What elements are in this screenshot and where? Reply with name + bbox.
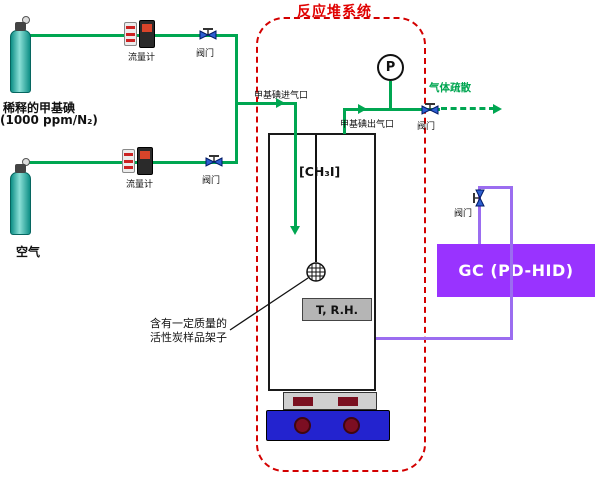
flow-arrow-inlet-icon <box>276 98 285 108</box>
pressure-gauge-label: P <box>385 60 396 75</box>
pipe-vent-dashed <box>441 107 495 110</box>
gas-cylinder-ch3i-icon <box>10 16 31 93</box>
valve3-label: 阀门 <box>417 122 436 132</box>
rotameter-icon <box>124 22 137 46</box>
pipe-junction-line <box>235 34 238 164</box>
vent-label: 气体疏散 <box>429 82 471 94</box>
sample-holder-rod <box>315 135 317 262</box>
cylinder-body <box>10 30 31 93</box>
pipe-chamber-downflow <box>294 102 297 230</box>
cylinder-valve-cap-icon <box>15 22 26 31</box>
cylinder2-label: 空气 <box>16 245 41 259</box>
valve-3-icon <box>421 102 439 118</box>
outlet-port-label: 甲基碘出气口 <box>340 120 395 130</box>
valve-1-icon <box>199 27 217 43</box>
pipe-sample-horizontal <box>376 337 513 340</box>
flow-display <box>140 151 150 159</box>
pipe-outlet-riser <box>343 110 346 134</box>
pipe-gauge-stem <box>389 81 392 109</box>
heater-stirrer-body-icon <box>266 410 390 441</box>
flow-arrow-outlet-icon <box>358 104 367 114</box>
pipe-outlet-line <box>343 108 440 111</box>
heater-knob-icon <box>343 417 360 434</box>
diagram-title: 反应堆系统 <box>297 4 372 20</box>
sample-annotation-line2: 活性炭样品架子 <box>150 331 227 344</box>
valve2-label: 阀门 <box>202 176 221 186</box>
flow-meter-1-icon <box>124 20 155 48</box>
sensor-label: T, R.H. <box>315 302 358 317</box>
reaction-chamber <box>268 133 376 391</box>
inlet-port-label: 甲基碘进气口 <box>254 91 309 101</box>
flow-controller-icon <box>137 147 153 175</box>
annotation-pointer-line <box>229 277 309 331</box>
valve-4-icon <box>472 189 488 207</box>
temp-humidity-sensor: T, R.H. <box>302 298 372 321</box>
gc-analyzer-box: GC (PD-HID) <box>437 244 595 297</box>
valve1-label: 阀门 <box>196 49 215 59</box>
cylinder1-label: 稀释的甲基碘 <box>3 101 76 115</box>
cylinder-valve-cap-icon <box>15 164 26 173</box>
flow-arrow-chamber-icon <box>290 226 300 235</box>
pipe-sample-to-gc <box>478 186 481 244</box>
gas-cylinder-air-icon <box>10 158 31 235</box>
flow-arrow-vent-icon <box>493 104 502 114</box>
rotameter-icon <box>122 149 135 173</box>
valve-2-icon <box>205 154 223 170</box>
pipe-sample-top <box>478 186 513 189</box>
regulator-gauge-icon <box>22 158 30 166</box>
heater-knob-icon <box>294 417 311 434</box>
reactor-system-boundary <box>256 17 426 472</box>
gc-analyzer-label: GC (PD-HID) <box>458 261 574 280</box>
cylinder1-spec-label: (1000 ppm/N₂) <box>0 113 98 127</box>
pressure-gauge-icon: P <box>377 54 404 81</box>
heater-slot-icon <box>293 397 313 406</box>
valve4-label: 阀门 <box>454 209 473 219</box>
flow-display <box>142 24 152 32</box>
flowmeter1-label: 流量计 <box>128 53 156 63</box>
flow-meter-2-icon <box>122 147 153 175</box>
cylinder-body <box>10 172 31 235</box>
regulator-gauge-icon <box>22 16 30 24</box>
pipe-sample-riser <box>510 186 513 340</box>
sample-mesh-icon <box>305 261 327 283</box>
ch3i-concentration-label: [CH₃I] <box>299 164 341 179</box>
sample-annotation: 含有一定质量的 活性炭样品架子 <box>150 317 227 345</box>
heater-slot-icon <box>338 397 358 406</box>
sample-annotation-line1: 含有一定质量的 <box>150 317 227 330</box>
flowmeter2-label: 流量计 <box>126 180 154 190</box>
flow-controller-icon <box>139 20 155 48</box>
pipe-inlet-line <box>235 102 297 105</box>
